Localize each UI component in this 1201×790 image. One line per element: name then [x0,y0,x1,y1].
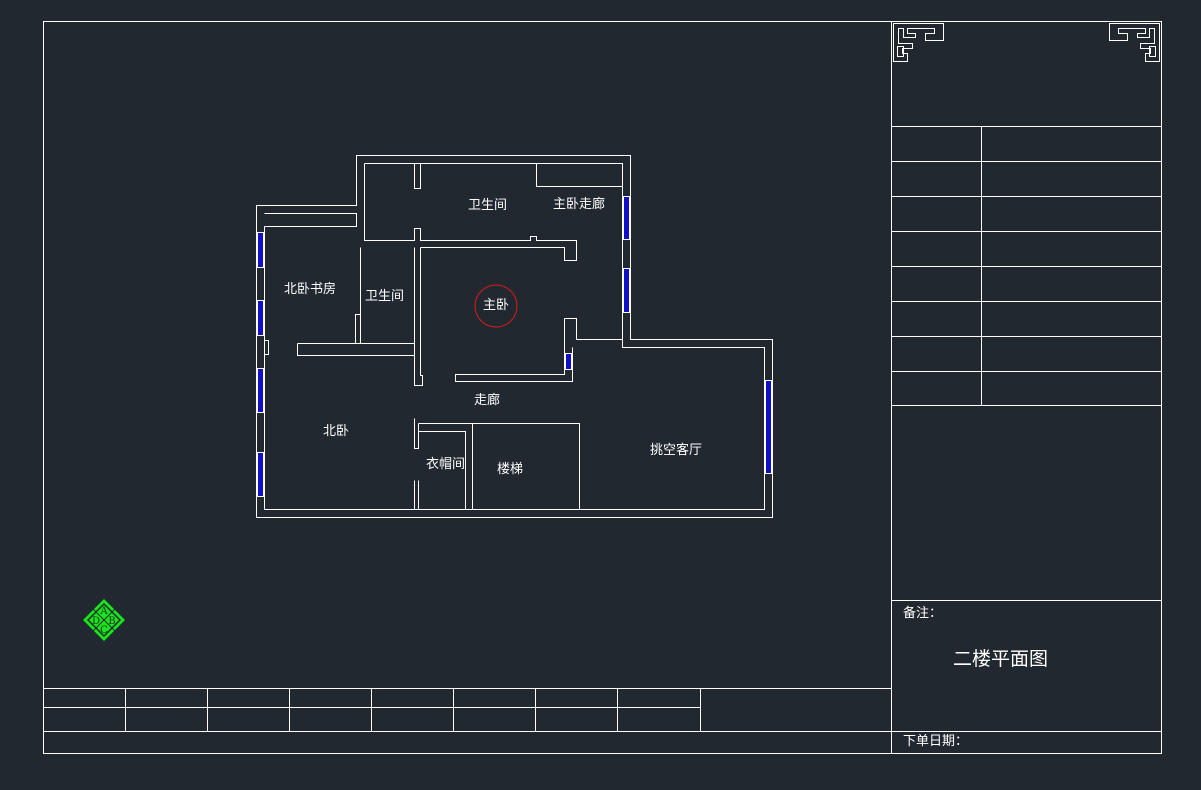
logo-letter-c: C [100,625,108,636]
room-label-bathroom-top: 卫生间 [468,198,508,213]
room-label-stairs: 楼梯 [497,462,524,477]
room-label-living-room: 挑空客厅 [650,443,703,458]
title-block [891,21,1161,754]
corner-ornament-left [893,23,944,62]
remarks-label: 备注： [903,606,943,621]
corner-ornament-right [1109,23,1160,62]
logo-letter-b: B [108,616,115,627]
logo-letter-d: D [92,616,100,627]
room-label-cloakroom: 衣帽间 [426,457,466,472]
windows [257,196,772,497]
bottom-table [43,688,891,732]
room-label-corridor: 走廊 [474,393,501,408]
designer-logo: A B C D [83,599,125,641]
drawing-title: 二楼平面图 [953,648,1049,670]
room-label-master-bedroom: 主卧 [483,298,510,313]
drawing-frame [43,21,1162,754]
logo-letter-a: A [99,606,108,617]
order-date-label: 下单日期： [903,734,969,749]
master-bedroom-marker [474,284,518,328]
room-label-master-corridor: 主卧走廊 [553,197,606,212]
room-label-north-study: 北卧书房 [284,282,337,297]
room-label-north-bedroom: 北卧 [323,424,350,439]
room-label-bathroom-mid: 卫生间 [365,289,405,304]
floor-plan-walls [256,155,773,518]
